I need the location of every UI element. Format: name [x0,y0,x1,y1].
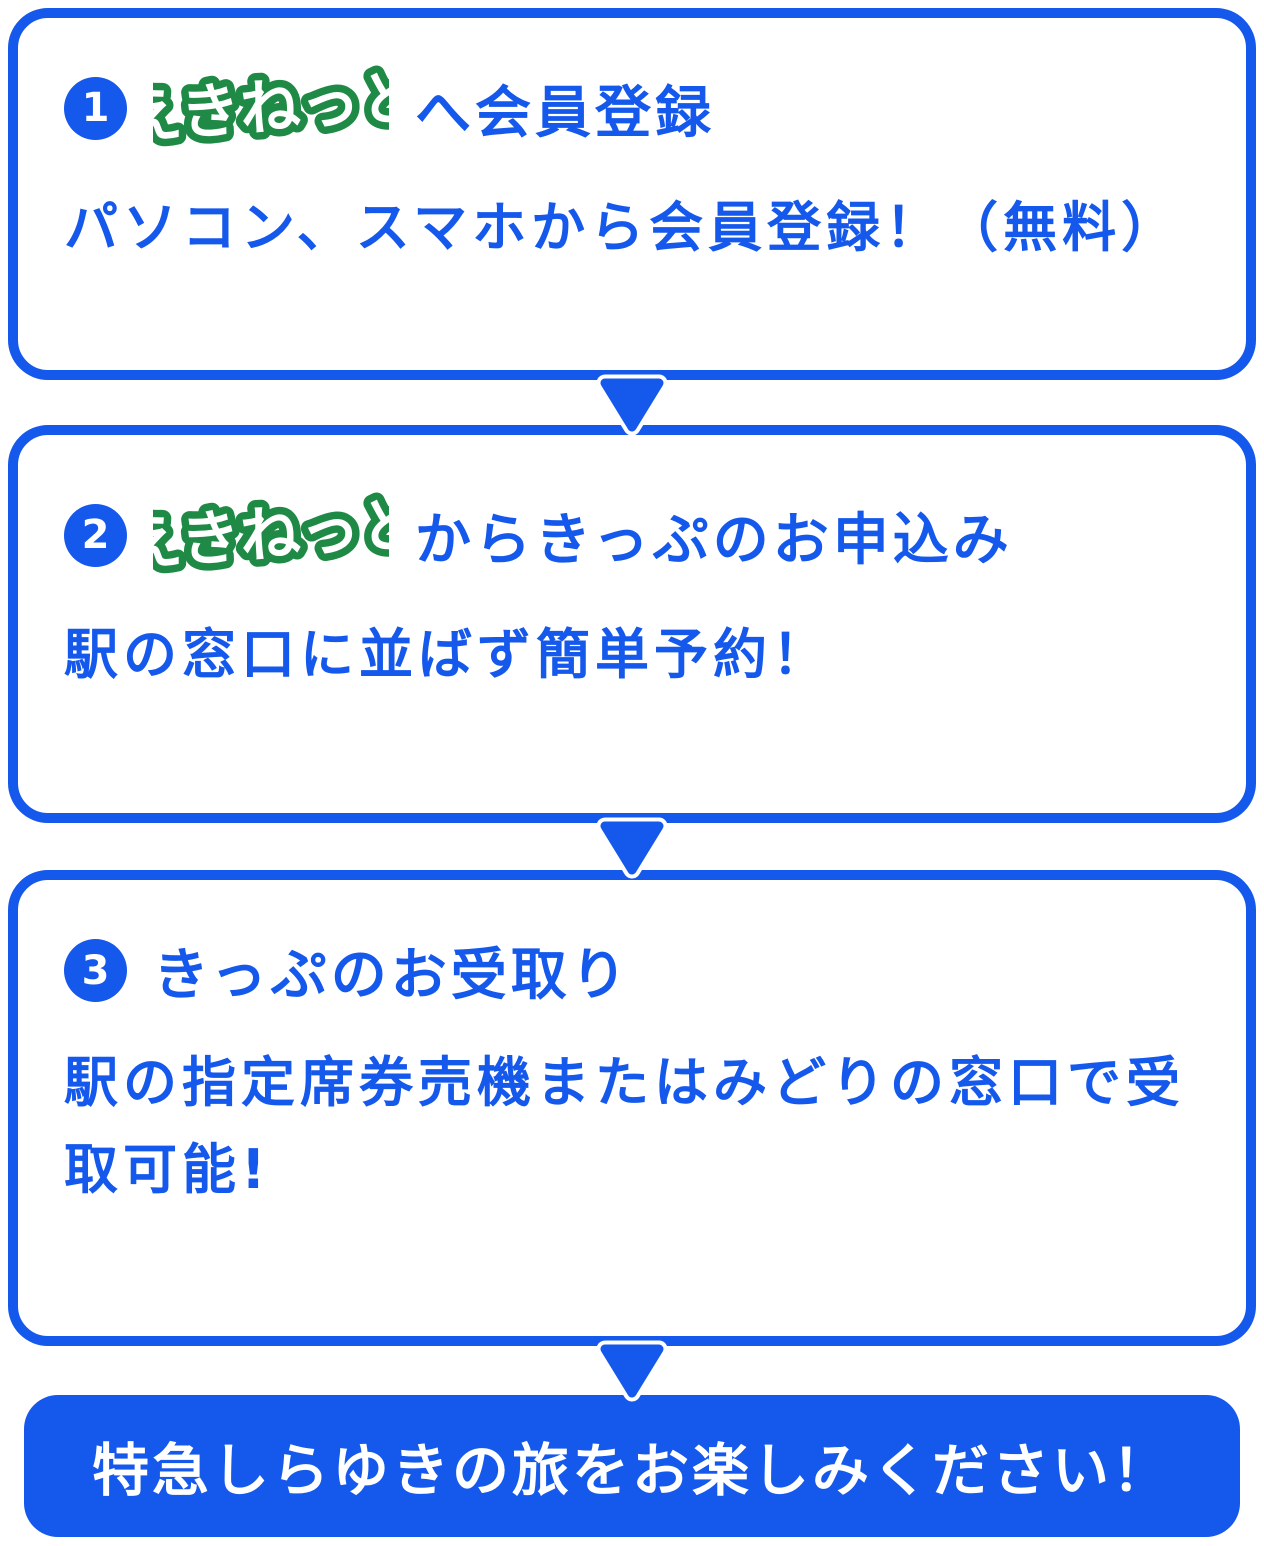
footer-banner-text: 特急しらゆきの旅をお楽しみください！ [92,1438,1172,1504]
svg-text:えきねっと: えきねっと [153,63,389,154]
ekinetto-logo: えきねっと [153,487,389,583]
step-3-header: 3 きっぷのお受取り [64,930,1200,1011]
step-3-title: きっぷのお受取り [153,943,631,1008]
flow-gap-2 [0,817,1264,879]
step-2-number-badge: 2 [64,503,127,567]
step-3-body: 駅の指定席券売機またはみどりの窓口で受取可能! [64,1051,1185,1202]
down-arrow-icon [596,817,668,879]
step-3-card: 3 きっぷのお受取り 駅の指定席券売機またはみどりの窓口で受取可能! [8,870,1256,1346]
step-3-number-badge: 3 [64,939,127,1002]
step-2-card: 2 えきねっと からきっぷのお申込み 駅の窓口に並ばず簡単予約！ [8,425,1256,823]
ekinetto-logo: えきねっと [153,60,389,156]
step-2-title: からきっぷのお申込み [415,507,1013,573]
footer-banner: 特急しらゆきの旅をお楽しみください！ [24,1395,1240,1537]
down-arrow-icon [596,374,668,436]
down-arrow-icon [596,1340,668,1402]
flow-gap-3 [0,1340,1264,1402]
flow-gap-1 [0,374,1264,436]
step-2-header: 2 えきねっと からきっぷのお申込み [64,487,1200,583]
step-1-card: 1 えきねっと へ会員登録 パソコン、スマホから会員登録！（無料） [8,8,1256,380]
step-1-number-badge: 1 [64,76,127,140]
step-1-header: 1 えきねっと へ会員登録 [64,60,1200,156]
step-2-body: 駅の窓口に並ばず簡単予約！ [64,623,831,686]
svg-text:えきねっと: えきねっと [153,490,389,581]
step-1-title: へ会員登録 [415,80,715,146]
step-1-body: パソコン、スマホから会員登録！（無料） [64,196,1181,259]
